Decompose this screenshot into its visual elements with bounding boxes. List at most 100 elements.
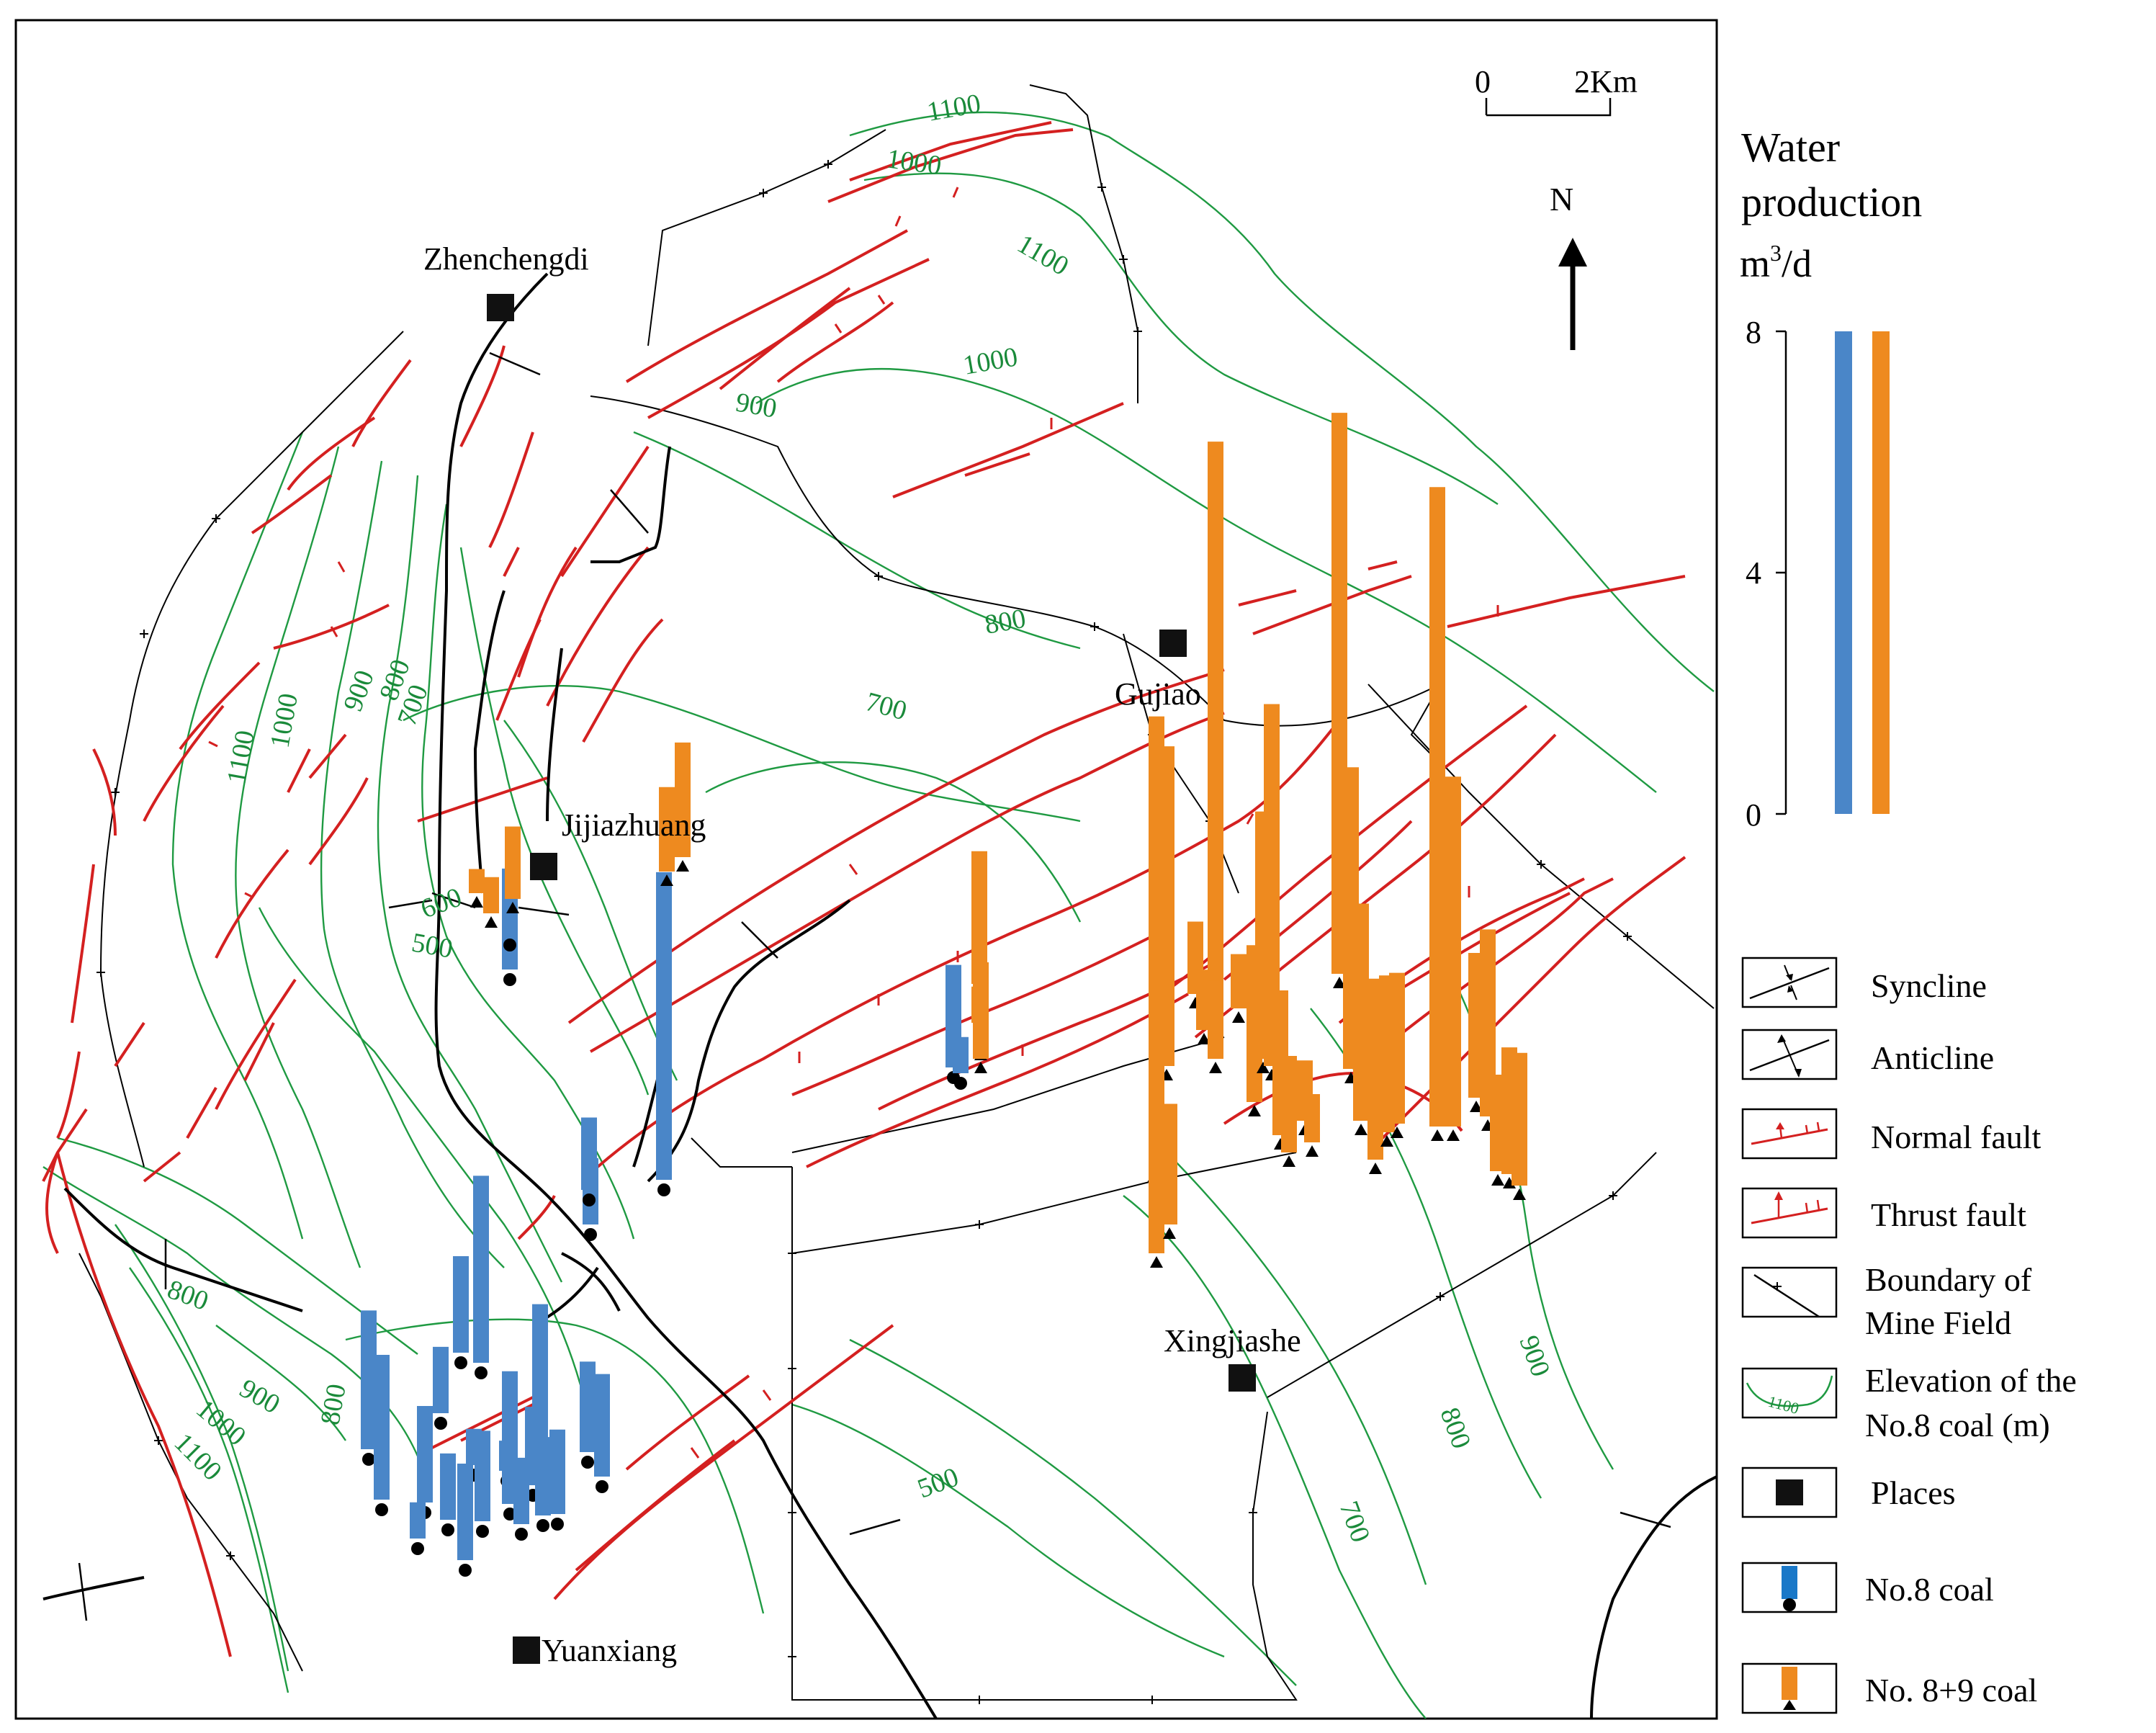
well-bar-no89 xyxy=(1429,487,1445,1127)
place-marker xyxy=(1229,1364,1256,1392)
well-bar-no8 xyxy=(440,1453,456,1520)
well-triangle-no89 xyxy=(1257,1062,1270,1073)
well-bar-no8 xyxy=(417,1406,433,1503)
well-bar-no89 xyxy=(971,851,987,984)
legend-label: Boundary of xyxy=(1865,1261,2032,1298)
legend-label: No. 8+9 coal xyxy=(1865,1672,2037,1709)
place-xingjiashe[interactable]: Xingjiashe xyxy=(1164,1323,1301,1392)
well-dot-no8 xyxy=(503,973,516,986)
well-bar-no8 xyxy=(433,1346,449,1413)
well-triangle-no89 xyxy=(1513,1188,1526,1200)
well-triangle-no89 xyxy=(1306,1145,1319,1157)
well-bar-no8 xyxy=(535,1437,551,1515)
well-dot-no8 xyxy=(584,1228,597,1241)
place-jijiazhuang[interactable]: Jijiazhuang xyxy=(530,807,706,880)
water-unit: m3/d xyxy=(1740,240,1812,285)
well-bar-no8 xyxy=(656,872,672,1180)
well-bar-no89 xyxy=(1445,776,1461,1127)
well-triangle-no89 xyxy=(1232,1011,1245,1023)
legend-thrust-fault: Thrust fault xyxy=(1741,1187,2026,1239)
legend-no89-coal: No. 8+9 coal xyxy=(1741,1662,2037,1714)
well-triangle-no89 xyxy=(676,860,689,872)
place-zhenchengdi[interactable]: Zhenchengdi xyxy=(423,241,589,321)
well-dot-no8 xyxy=(581,1456,594,1469)
well-bar-no89 xyxy=(1264,704,1280,1066)
well-triangle-no89 xyxy=(660,874,673,886)
scale-bar-no89 xyxy=(1872,331,1890,814)
well-triangle-no89 xyxy=(1431,1129,1444,1141)
wells-layer xyxy=(361,413,1527,1577)
place-marker xyxy=(530,853,557,880)
place-label: Gujiao xyxy=(1115,676,1201,712)
water-production-scale: Water production m3/d 8 4 0 xyxy=(1740,124,1922,833)
well-dot-no8 xyxy=(596,1480,608,1493)
well-bar-no89 xyxy=(1281,1056,1297,1152)
scale-tick-label: 0 xyxy=(1746,797,1761,833)
legend-label: Syncline xyxy=(1871,967,1987,1004)
well-dot-no8 xyxy=(657,1183,670,1196)
place-label: Xingjiashe xyxy=(1164,1323,1301,1358)
contour-label: 500 xyxy=(409,928,454,964)
well-bar-no8 xyxy=(374,1355,390,1500)
well-triangle-no89 xyxy=(1380,1135,1393,1147)
place-yuanxiang[interactable]: Yuanxiang xyxy=(513,1633,677,1668)
well-bar-no89 xyxy=(1231,954,1247,1008)
scale-end-label: 2Km xyxy=(1574,64,1638,99)
well-dot-no8 xyxy=(375,1503,388,1516)
well-bar-no8 xyxy=(549,1429,565,1514)
places: Zhenchengdi Jijiazhuang Gujiao Xingjiash… xyxy=(423,241,1301,1668)
scale-tick-label: 4 xyxy=(1746,555,1761,591)
well-dot-no8 xyxy=(476,1525,489,1538)
well-bar-no89 xyxy=(1304,1094,1320,1142)
well-bar-no89 xyxy=(1353,903,1369,1121)
legend-boundary: Boundary of Mine Field xyxy=(1741,1261,2032,1341)
well-triangle-no89 xyxy=(1209,1062,1222,1073)
well-dot-no8 xyxy=(515,1528,528,1541)
well-dot-no8 xyxy=(551,1518,564,1531)
legend-label: Places xyxy=(1871,1474,1956,1511)
well-bar-no89 xyxy=(505,826,521,899)
well-bar-no89 xyxy=(1208,442,1223,1003)
well-bar-no8 xyxy=(475,1430,490,1521)
well-dot-no8 xyxy=(503,939,516,951)
contour-label: 1000 xyxy=(885,143,943,181)
place-gujiao[interactable]: Gujiao xyxy=(1115,630,1201,712)
well-dot-no8 xyxy=(536,1519,549,1532)
well-bar-no8 xyxy=(473,1176,489,1363)
legend-no8-coal: No.8 coal xyxy=(1741,1562,1994,1613)
contour-label: 800 xyxy=(315,1382,352,1427)
well-bar-no8 xyxy=(453,1256,469,1353)
well-bar-no8 xyxy=(581,1117,597,1190)
well-triangle-no89 xyxy=(1150,1256,1163,1268)
well-dot-no8 xyxy=(362,1453,375,1466)
fold-symbols xyxy=(78,351,1671,1621)
well-bar-no89 xyxy=(1208,980,1223,1059)
well-dot-no8 xyxy=(459,1564,472,1577)
well-bar-no8 xyxy=(361,1310,377,1449)
well-dot-no8 xyxy=(503,1508,516,1521)
legend-elevation: 1100 Elevation of the No.8 coal (m) xyxy=(1741,1362,2077,1443)
place-label: Yuanxiang xyxy=(542,1633,677,1668)
well-dot-no8 xyxy=(411,1542,424,1555)
well-triangle-no89 xyxy=(1248,1105,1261,1116)
well-bar-no89 xyxy=(675,742,691,857)
place-marker xyxy=(1159,630,1187,657)
water-title: Water xyxy=(1741,124,1840,171)
well-bar-no8 xyxy=(513,1457,529,1524)
well-dot-no8 xyxy=(583,1194,596,1206)
well-dot-no8 xyxy=(954,1077,967,1090)
well-bar-no89 xyxy=(973,962,989,1059)
well-triangle-no89 xyxy=(974,1062,987,1073)
well-bar-no89 xyxy=(1480,929,1496,1116)
contour-label: 900 xyxy=(733,388,778,424)
well-triangle-no89 xyxy=(1198,1033,1210,1044)
well-bar-no89 xyxy=(1389,972,1405,1124)
well-triangle-no89 xyxy=(1369,1163,1382,1174)
well-dot-no8 xyxy=(441,1523,454,1536)
faults xyxy=(42,121,1686,1657)
well-bar-no89 xyxy=(1162,1103,1177,1224)
well-bar-no8 xyxy=(410,1502,426,1539)
place-marker xyxy=(487,294,514,321)
well-bar-no89 xyxy=(659,787,675,872)
